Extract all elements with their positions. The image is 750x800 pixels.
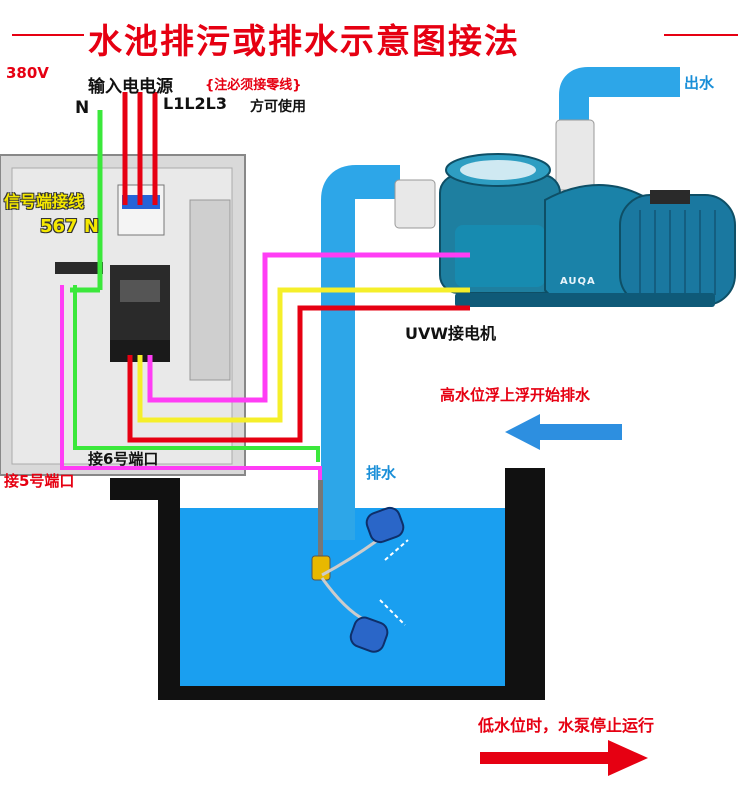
arrow-high-level — [505, 414, 622, 450]
float-weight — [311, 555, 331, 581]
wire-motor-u — [147, 252, 470, 403]
port5-label: 接5号端口 — [4, 472, 75, 490]
tank-wall-left — [158, 478, 180, 700]
motor-label: UVW接电机 — [405, 324, 497, 343]
title-line-left — [12, 34, 84, 36]
signal-terminal-label: 信号端接线 — [4, 192, 85, 211]
tank-floor — [158, 686, 545, 700]
power-input-label: 输入电电源 — [88, 77, 173, 97]
power-note-label: {注必须接零线} — [205, 78, 302, 93]
wire-signal-6 — [73, 285, 320, 462]
neutral-label: N — [75, 98, 90, 118]
drain-label: 排水 — [366, 464, 397, 482]
outlet-pipe — [559, 67, 680, 140]
pipe-coupling-inlet — [394, 179, 436, 229]
low-level-label: 低水位时，水泵停止运行 — [478, 716, 655, 735]
pipe-coupling-outlet — [555, 119, 595, 191]
float-rod — [318, 480, 323, 560]
terminal-numbers-label: 567 N — [40, 216, 99, 237]
outlet-label: 出水 — [684, 74, 715, 92]
lines-label: L1L2L3 — [163, 94, 227, 113]
diagram-title: 水池排污或排水示意图接法 — [88, 22, 520, 62]
arrow-low-level — [480, 740, 648, 776]
pump-brand: AUQA — [560, 276, 596, 287]
pump — [439, 153, 736, 307]
wire-signal-5 — [60, 285, 322, 485]
title-line-right — [664, 34, 738, 36]
high-level-label: 高水位浮上浮开始排水 — [440, 386, 591, 404]
port6-label: 接6号端口 — [88, 450, 159, 468]
lines-note-label: 方可使用 — [250, 99, 306, 115]
drain-pipe — [321, 165, 400, 540]
voltage-label: 380V — [6, 64, 49, 82]
wire-motor-v — [137, 287, 470, 423]
wire-motor-w — [127, 305, 470, 443]
tank-wall-right — [505, 468, 545, 700]
float-ball-low — [349, 616, 389, 653]
float-ball-high — [365, 506, 405, 544]
